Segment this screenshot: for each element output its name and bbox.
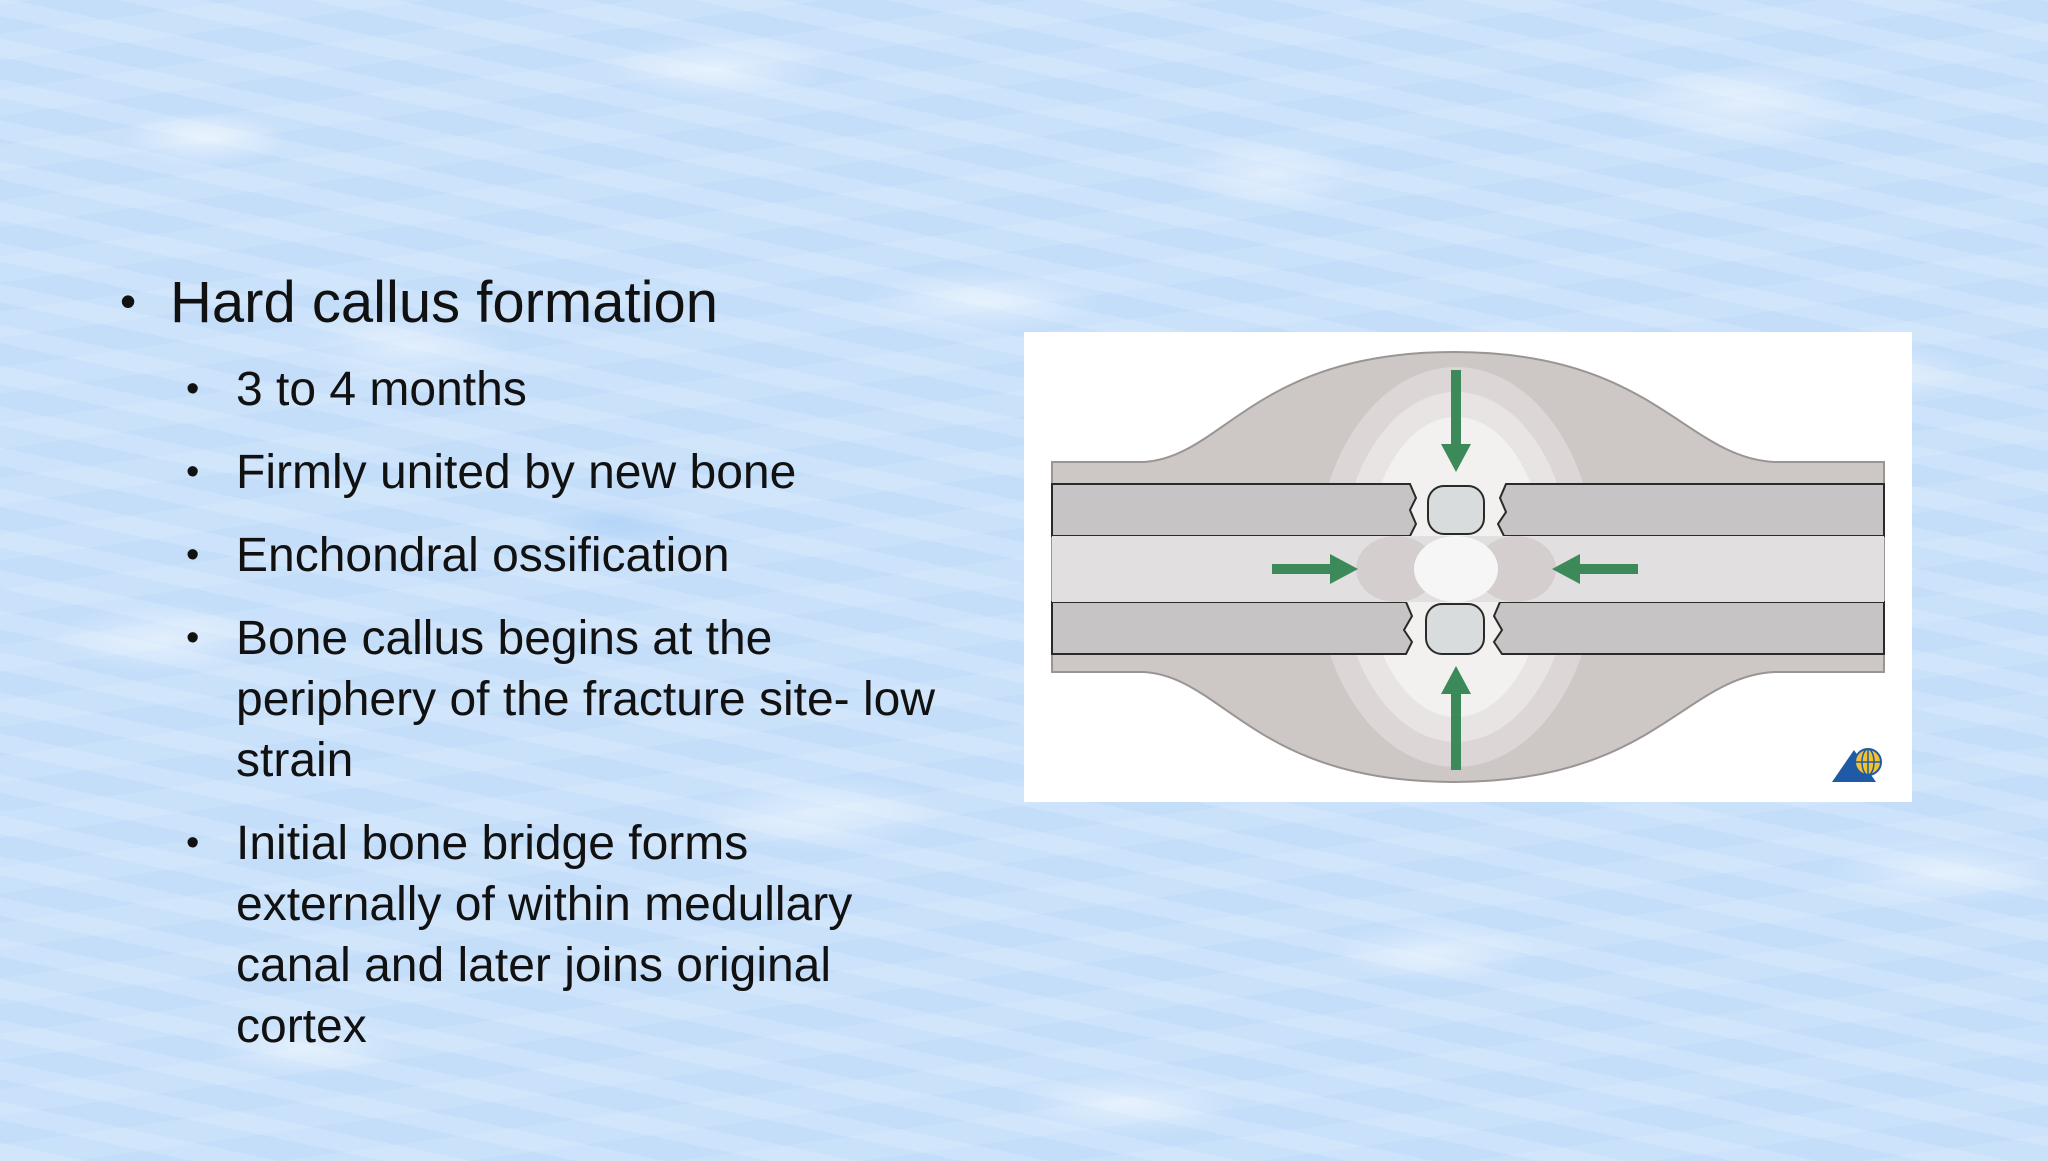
upper-cortex-right: [1496, 483, 1885, 537]
sub-bullet-text: Initial bone bridge forms externally of …: [236, 816, 853, 1053]
ao-foundation-logo-icon: [1832, 748, 1882, 782]
sub-bullet-item: • Firmly united by new bone: [186, 442, 960, 503]
arrow-up-icon: [1441, 666, 1471, 770]
main-bullet: • Hard callus formation: [120, 270, 960, 337]
slide-text-block: • Hard callus formation • 3 to 4 months …: [120, 270, 960, 1079]
sub-bullet-item: • 3 to 4 months: [186, 359, 960, 420]
bone-fragment-lower: [1425, 603, 1485, 655]
bullet-dot-icon: •: [186, 367, 200, 410]
lower-cortex-left: [1051, 601, 1414, 655]
sub-bullet-text: Bone callus begins at the periphery of t…: [236, 611, 935, 787]
medullary-callus-left: [1356, 536, 1436, 602]
main-bullet-text: Hard callus formation: [170, 270, 718, 335]
bullet-dot-icon: •: [186, 821, 200, 864]
arrow-down-icon: [1441, 370, 1471, 472]
callus-diagram-svg: [1051, 350, 1885, 784]
medullary-center: [1414, 536, 1498, 602]
medullary-callus-right: [1476, 536, 1556, 602]
sub-bullet-item: • Initial bone bridge forms externally o…: [186, 813, 960, 1057]
sub-bullet-text: Firmly united by new bone: [236, 445, 797, 499]
arrow-left-icon: [1552, 554, 1638, 584]
bone-fragment-upper: [1427, 485, 1485, 535]
bullet-dot-icon: •: [186, 616, 200, 659]
bullet-dot-icon: •: [120, 275, 137, 327]
sub-bullet-list: • 3 to 4 months • Firmly united by new b…: [186, 359, 960, 1057]
sub-bullet-item: • Bone callus begins at the periphery of…: [186, 608, 960, 791]
sub-bullet-item: • Enchondral ossification: [186, 525, 960, 586]
upper-cortex-left: [1051, 483, 1418, 537]
bullet-dot-icon: •: [186, 450, 200, 493]
lower-cortex-right: [1492, 601, 1885, 655]
arrow-right-icon: [1272, 554, 1358, 584]
bullet-dot-icon: •: [186, 533, 200, 576]
sub-bullet-text: Enchondral ossification: [236, 528, 730, 582]
sub-bullet-text: 3 to 4 months: [236, 362, 527, 416]
fracture-healing-diagram: [1024, 332, 1912, 802]
